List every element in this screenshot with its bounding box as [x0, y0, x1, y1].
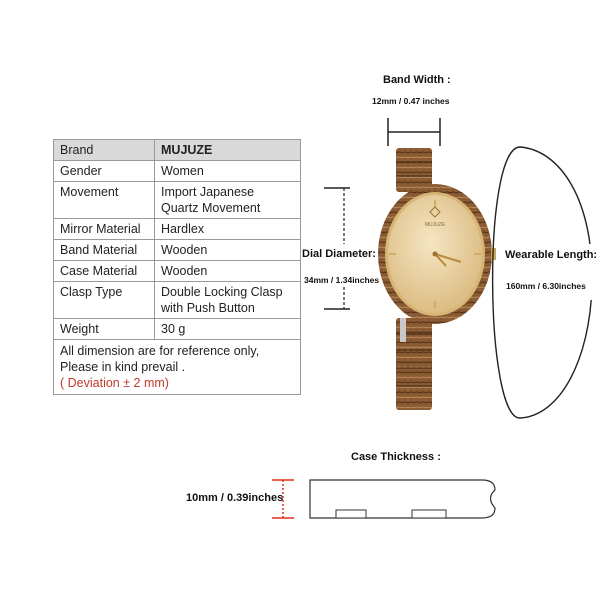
- watch-case: MUJUZE: [378, 184, 496, 324]
- spec-table: Brand MUJUZE Gender Women Movement Impor…: [53, 139, 301, 395]
- band-width-marker: [387, 118, 441, 146]
- deviation-note: ( Deviation ± 2 mm): [60, 376, 169, 390]
- table-row: Brand MUJUZE: [53, 139, 301, 161]
- case-thickness-profile: [309, 479, 496, 519]
- dial-diameter-label: Dial Diameter:: [302, 248, 376, 260]
- reference-note-text: All dimension are for reference only, Pl…: [60, 344, 260, 374]
- wearable-length-value: 160mm / 6.30inches: [506, 281, 586, 291]
- spec-value: Double Locking Clasp with Push Button: [154, 281, 301, 319]
- case-thickness-value: 10mm / 0.39inches: [186, 492, 284, 504]
- case-thickness-marker: [272, 479, 294, 519]
- table-row: All dimension are for reference only, Pl…: [53, 339, 301, 395]
- case-thickness-label: Case Thickness :: [351, 451, 441, 463]
- dial-brand-text: MUJUZE: [425, 222, 446, 228]
- wearable-length-arc: [491, 146, 593, 419]
- reference-note: All dimension are for reference only, Pl…: [53, 339, 301, 395]
- watch-band-top: [396, 148, 432, 192]
- spec-key: Clasp Type: [53, 281, 155, 319]
- table-row: Clasp Type Double Locking Clasp with Pus…: [53, 281, 301, 319]
- dial-diameter-marker: [324, 187, 350, 310]
- wearable-length-label: Wearable Length:: [505, 249, 598, 261]
- spec-value: MUJUZE: [154, 139, 301, 161]
- spec-key: Brand: [53, 139, 155, 161]
- dial-diameter-value: 34mm / 1.34inches: [304, 275, 380, 285]
- watch-band-bottom: [396, 318, 432, 410]
- band-width-value: 12mm / 0.47 inches: [372, 96, 450, 106]
- band-width-label: Band Width :: [383, 74, 451, 86]
- spec-key: Case Material: [53, 260, 155, 282]
